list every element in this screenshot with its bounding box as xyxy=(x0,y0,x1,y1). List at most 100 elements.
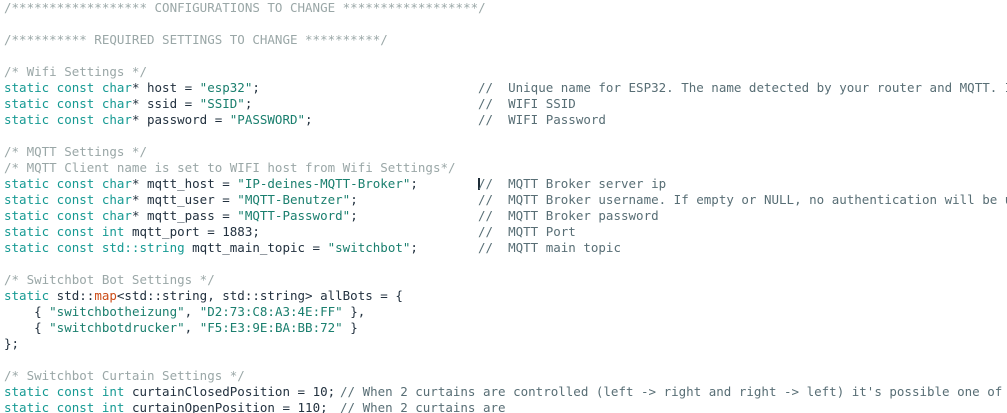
code-line-content: /* MQTT Client name is set to WIFI host … xyxy=(4,160,456,175)
trailing-line-comment: // When 2 curtains are xyxy=(340,400,506,413)
code-line[interactable]: static const int curtainOpenPosition = 1… xyxy=(0,400,1007,413)
code-line[interactable]: /* MQTT Client name is set to WIFI host … xyxy=(0,160,1007,176)
code-line[interactable]: { "switchbotheizung", "D2:73:C8:A3:4E:FF… xyxy=(0,304,1007,320)
token-str: "switchbot" xyxy=(327,240,411,255)
code-line-content: static std::map<std::string, std::string… xyxy=(4,288,403,303)
token-id: ; xyxy=(410,240,418,255)
token-id: { xyxy=(4,304,50,319)
token-cmt: /********** REQUIRED SETTINGS TO CHANGE … xyxy=(4,32,388,47)
comment-text: // MQTT Broker password xyxy=(478,208,659,223)
code-line-content: static const int curtainOpenPosition = 1… xyxy=(4,400,328,413)
trailing-line-comment: // MQTT Broker password xyxy=(478,208,659,224)
code-line[interactable]: static const std::string mqtt_main_topic… xyxy=(0,240,1007,256)
comment-text: // MQTT Port xyxy=(478,224,576,239)
code-line[interactable]: static const char* host = "esp32"; // Uni… xyxy=(0,80,1007,96)
code-line[interactable]: static const char* mqtt_host = "IP-deine… xyxy=(0,176,1007,192)
comment-text: // WIFI Password xyxy=(478,112,606,127)
token-id: ; xyxy=(350,208,358,223)
code-line[interactable]: /********** REQUIRED SETTINGS TO CHANGE … xyxy=(0,32,1007,48)
code-line[interactable]: static const int curtainClosedPosition =… xyxy=(0,384,1007,400)
token-str: "MQTT-Benutzer" xyxy=(237,192,351,207)
token-id: * mqtt_host = xyxy=(131,176,238,191)
code-line-content: }; xyxy=(4,336,19,351)
trailing-line-comment: // WIFI SSID xyxy=(478,96,576,112)
token-cmt: /* MQTT Settings */ xyxy=(4,144,147,159)
token-id: mqtt_port = 1883; xyxy=(124,224,260,239)
code-line-content: { "switchbotdrucker", "F5:E3:9E:BA:BB:72… xyxy=(4,320,358,335)
code-line[interactable] xyxy=(0,48,1007,64)
code-line-content: static const char* host = "esp32"; xyxy=(4,80,260,95)
comment-text: // MQTT main topic xyxy=(478,240,621,255)
token-id: std:: xyxy=(49,288,95,303)
token-typ: map xyxy=(94,288,117,303)
token-str: "F5:E3:9E:BA:BB:72" xyxy=(199,320,343,335)
token-id: * mqtt_user = xyxy=(131,192,238,207)
code-line[interactable] xyxy=(0,128,1007,144)
token-id: curtainOpenPosition = 110; xyxy=(124,400,328,413)
token-kw: static const int xyxy=(4,400,125,413)
token-id: ; xyxy=(350,192,358,207)
token-kw: static const char xyxy=(4,112,132,127)
code-line-content: /* MQTT Settings */ xyxy=(4,144,147,159)
token-str: "IP-deines-MQTT-Broker" xyxy=(237,176,411,191)
code-line-content: /* Switchbot Bot Settings */ xyxy=(4,272,215,287)
token-id: }, xyxy=(342,304,366,319)
code-line-content: /********** REQUIRED SETTINGS TO CHANGE … xyxy=(4,32,388,47)
code-line[interactable] xyxy=(0,16,1007,32)
code-line-content: /* Switchbot Curtain Settings */ xyxy=(4,368,245,383)
token-str: "PASSWORD" xyxy=(229,112,306,127)
token-kw: static const char xyxy=(4,208,132,223)
token-kw: static xyxy=(4,288,50,303)
token-id: * ssid = xyxy=(131,96,200,111)
comment-text: // When 2 curtains are xyxy=(340,400,506,413)
code-line[interactable]: static const char* password = "PASSWORD"… xyxy=(0,112,1007,128)
trailing-line-comment: // When 2 curtains are controlled (left … xyxy=(340,384,1007,400)
token-cmt: /****************** CONFIGURATIONS TO CH… xyxy=(4,0,486,15)
code-line-content: static const char* password = "PASSWORD"… xyxy=(4,112,313,127)
code-line[interactable]: { "switchbotdrucker", "F5:E3:9E:BA:BB:72… xyxy=(0,320,1007,336)
token-id: , xyxy=(184,320,200,335)
code-line-content: { "switchbotheizung", "D2:73:C8:A3:4E:FF… xyxy=(4,304,365,319)
comment-text: // Unique name for ESP32. The name detec… xyxy=(478,80,1007,95)
trailing-line-comment: // MQTT Broker server ip xyxy=(478,176,666,192)
code-line[interactable] xyxy=(0,352,1007,368)
code-line[interactable]: static const int mqtt_port = 1883; // MQT… xyxy=(0,224,1007,240)
comment-text: // MQTT Broker server ip xyxy=(478,176,667,191)
code-line[interactable]: /****************** CONFIGURATIONS TO CH… xyxy=(0,0,1007,16)
code-line[interactable]: /* MQTT Settings */ xyxy=(0,144,1007,160)
code-line-content: static const int mqtt_port = 1883; xyxy=(4,224,260,239)
code-line[interactable]: static const char* mqtt_pass = "MQTT-Pas… xyxy=(0,208,1007,224)
token-str: "MQTT-Password" xyxy=(237,208,351,223)
comment-text: // WIFI SSID xyxy=(478,96,576,111)
trailing-line-comment: // MQTT main topic xyxy=(478,240,621,256)
trailing-line-comment: // MQTT Broker username. If empty or NUL… xyxy=(478,192,1007,208)
code-line[interactable]: static const char* mqtt_user = "MQTT-Ben… xyxy=(0,192,1007,208)
code-line[interactable]: /* Wifi Settings */ xyxy=(0,64,1007,80)
token-str: "switchbotheizung" xyxy=(49,304,185,319)
comment-text: // MQTT Broker username. If empty or NUL… xyxy=(478,192,1007,207)
code-line[interactable] xyxy=(0,256,1007,272)
token-id: ; xyxy=(410,176,418,191)
token-kw: static const std::string xyxy=(4,240,185,255)
token-id: * mqtt_pass = xyxy=(131,208,238,223)
trailing-line-comment: // Unique name for ESP32. The name detec… xyxy=(478,80,1007,96)
text-caret xyxy=(478,178,480,190)
token-kw: static const char xyxy=(4,96,132,111)
token-id: * password = xyxy=(131,112,230,127)
code-line[interactable]: }; xyxy=(0,336,1007,352)
trailing-line-comment: // MQTT Port xyxy=(478,224,576,240)
token-str: "SSID" xyxy=(199,96,245,111)
code-line-content: static const char* ssid = "SSID"; xyxy=(4,96,252,111)
code-line[interactable]: static std::map<std::string, std::string… xyxy=(0,288,1007,304)
token-id: }; xyxy=(4,336,20,351)
token-id: * host = xyxy=(131,80,200,95)
code-line-content: static const char* mqtt_user = "MQTT-Ben… xyxy=(4,192,358,207)
token-id: curtainClosedPosition = 10; xyxy=(124,384,336,399)
code-line[interactable]: /* Switchbot Bot Settings */ xyxy=(0,272,1007,288)
code-line[interactable]: static const char* ssid = "SSID"; // WIFI… xyxy=(0,96,1007,112)
token-cmt: /* Switchbot Bot Settings */ xyxy=(4,272,215,287)
code-line[interactable]: /* Switchbot Curtain Settings */ xyxy=(0,368,1007,384)
token-cmt: /* Wifi Settings */ xyxy=(4,64,147,79)
